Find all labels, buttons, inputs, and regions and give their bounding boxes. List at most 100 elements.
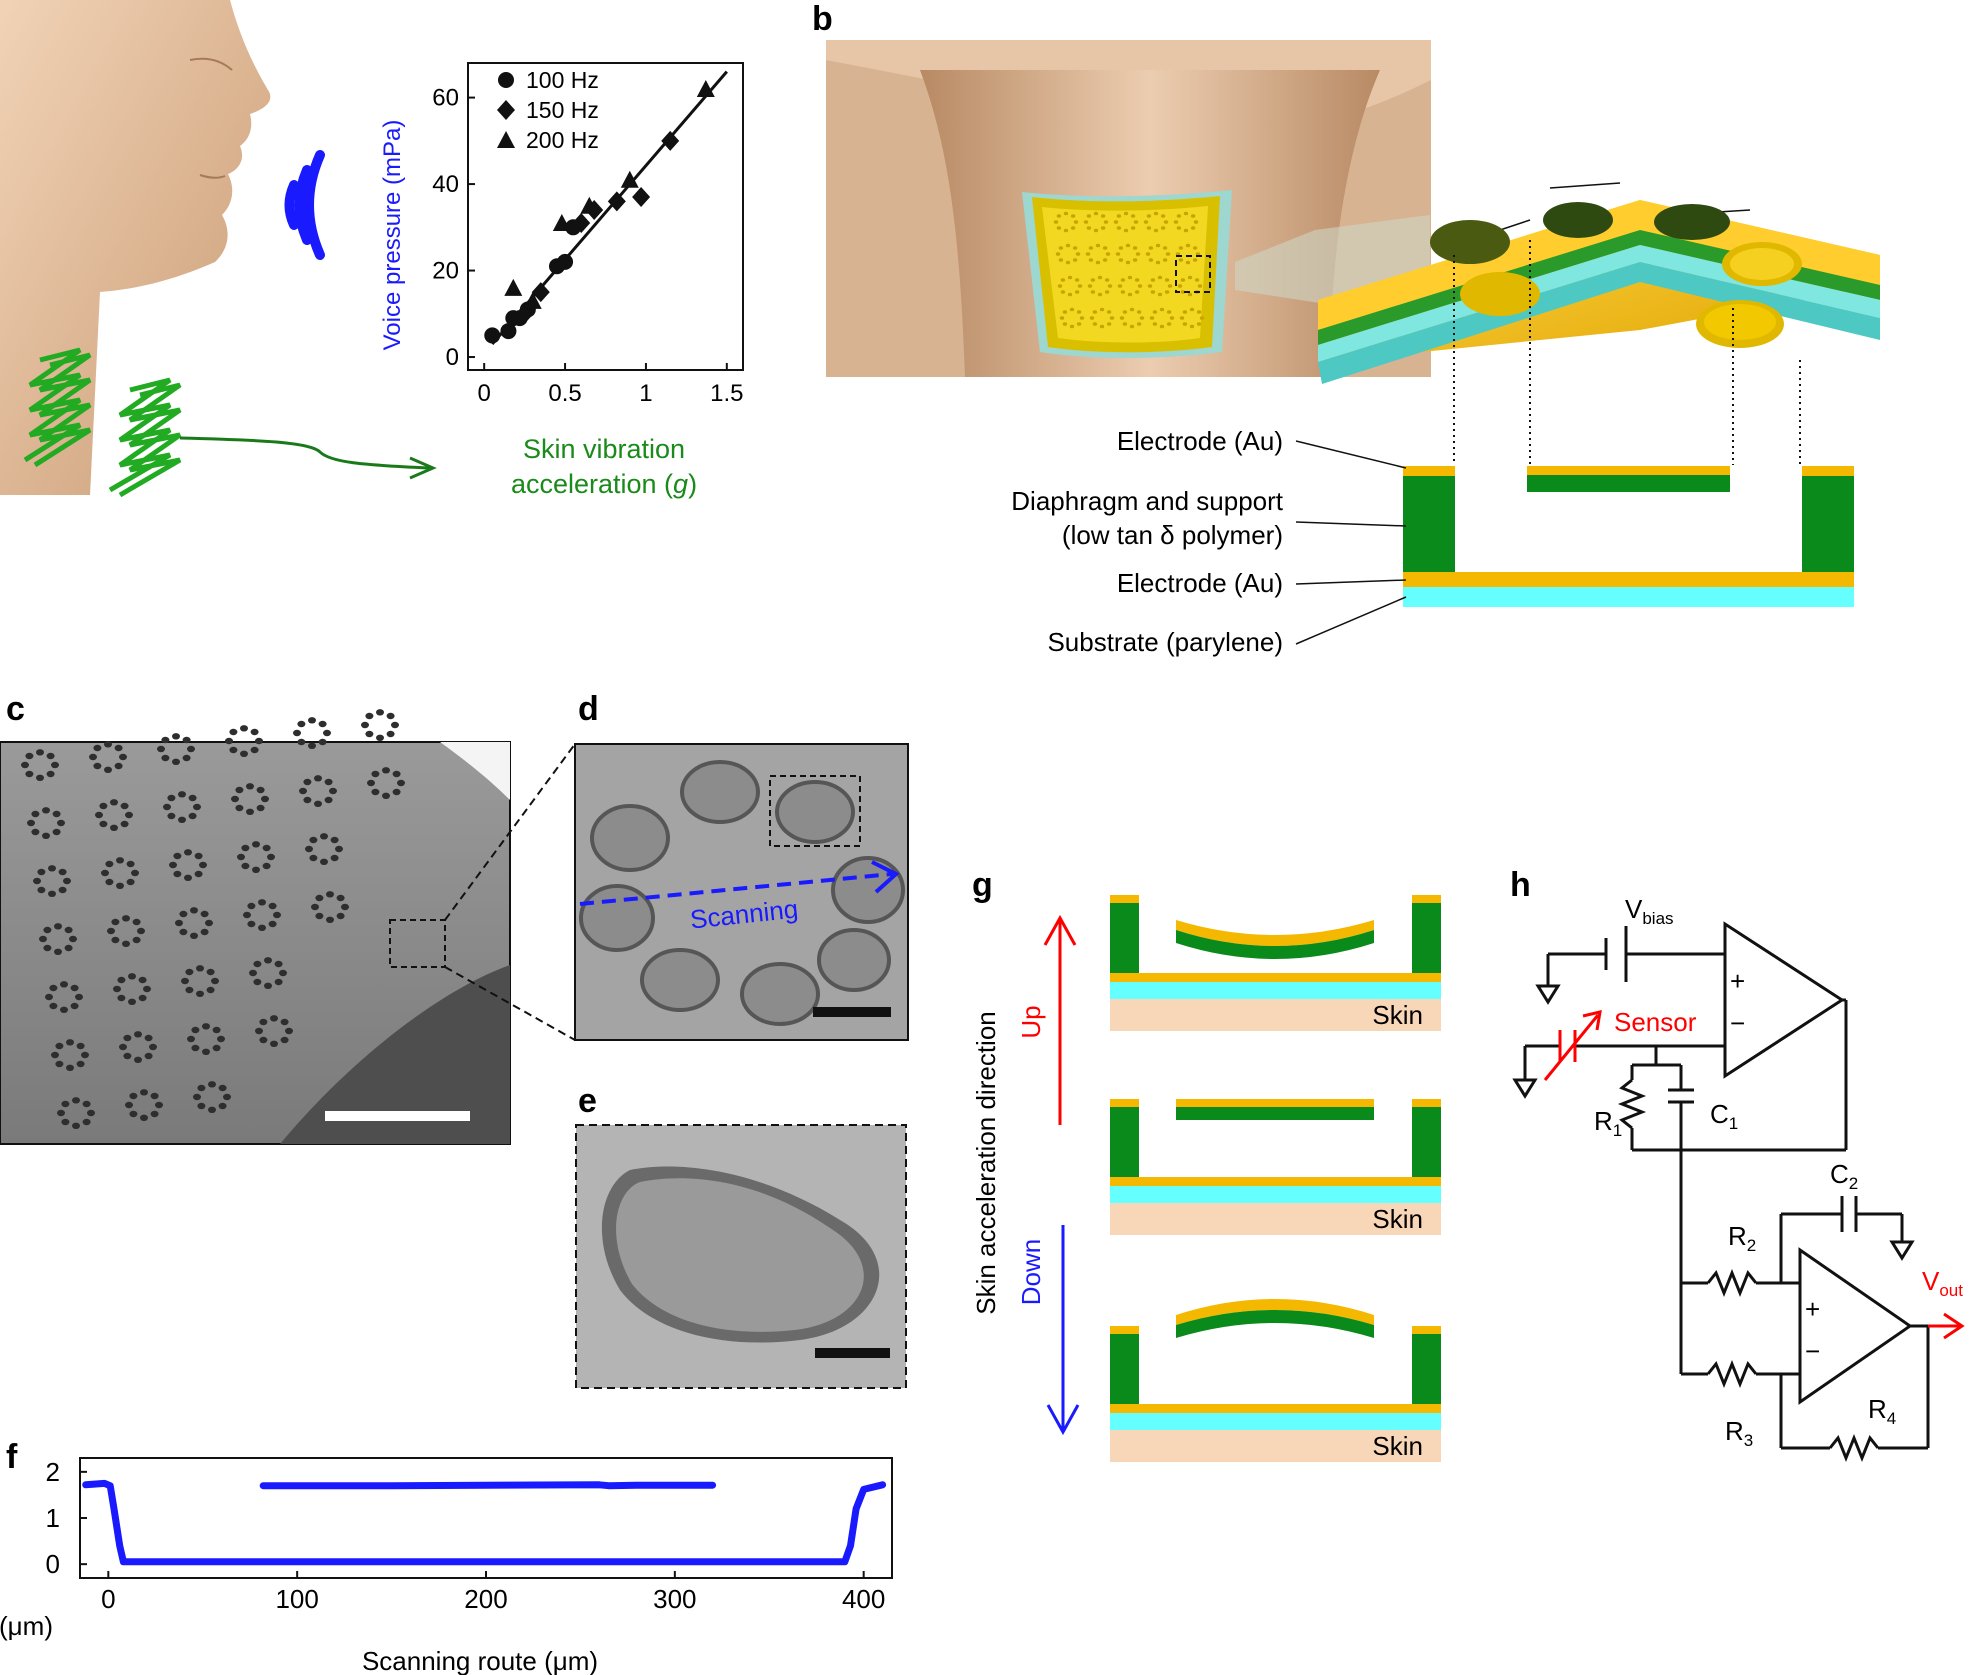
- sem-hole-ring: [101, 857, 139, 889]
- vibration-arrow-head: [409, 456, 437, 480]
- hole-dot: [1199, 316, 1205, 320]
- hole-dot: [64, 926, 73, 934]
- hole-dot: [1148, 258, 1154, 262]
- hole-dot: [64, 944, 73, 952]
- hole-dot: [61, 1118, 70, 1126]
- hole-dot: [125, 811, 133, 819]
- vbias-sub: bias: [1642, 909, 1673, 928]
- hole-dot: [167, 812, 176, 820]
- sem-hole-ring: [157, 733, 195, 765]
- hole-dot: [200, 928, 209, 936]
- hole-dot: [1118, 258, 1124, 262]
- hole-dot: [1179, 316, 1185, 320]
- hole-dot: [270, 1015, 278, 1022]
- hole-dot: [1169, 316, 1175, 320]
- hole-dot: [1090, 278, 1096, 282]
- r1-main: R: [1594, 1106, 1613, 1136]
- hole-dot: [1062, 310, 1068, 314]
- hole-dot: [1192, 258, 1198, 262]
- chart-f-xtick-label: 400: [842, 1584, 885, 1614]
- hole-dot: [1146, 214, 1152, 218]
- hole-dot: [1145, 252, 1151, 256]
- hole-dot: [1173, 220, 1179, 224]
- patch-hole-ring: [1179, 307, 1205, 329]
- vout-main: V: [1922, 1266, 1940, 1296]
- hole-dot: [1095, 260, 1101, 265]
- hole-dot: [1113, 220, 1119, 224]
- hole-dot: [1088, 258, 1094, 262]
- hole-dot: [113, 985, 121, 993]
- panel-g: g Skin acceleration direction Up Down Sk…: [971, 866, 1441, 1462]
- hole-dot: [1063, 228, 1069, 233]
- label-electrode-top: Electrode (Au): [1117, 426, 1283, 456]
- panel-d: d Scanning: [574, 690, 909, 1041]
- hole-dot: [37, 886, 46, 894]
- hole-dot: [1093, 228, 1099, 233]
- hole-dot: [308, 717, 316, 724]
- r1-sub: 1: [1613, 1121, 1622, 1140]
- hole-dot: [87, 1109, 95, 1117]
- hole-dot: [365, 730, 374, 738]
- hole-dot: [371, 770, 380, 778]
- hole-dot: [235, 804, 244, 812]
- hole-dot: [1102, 258, 1108, 262]
- hole-dot: [315, 912, 324, 920]
- hole-dot: [116, 857, 124, 864]
- acceleration-axis-label: Skin acceleration direction: [971, 1011, 1001, 1315]
- hole-dot: [111, 918, 120, 926]
- hole-dot: [191, 1026, 200, 1034]
- hole-dot: [1093, 211, 1099, 216]
- chart-a-point-diamond: [607, 191, 626, 212]
- chart-a-legend-marker: [497, 100, 515, 120]
- hole-dot: [1116, 214, 1122, 218]
- panel-b: b: [812, 0, 1880, 657]
- sem-hole-ring: [169, 849, 207, 881]
- hole-dot: [270, 1040, 278, 1048]
- hole-dot: [1089, 316, 1095, 320]
- hole-dot: [187, 745, 195, 753]
- hole-dot: [122, 940, 130, 947]
- hole-dot: [138, 976, 147, 984]
- hole-dot: [376, 709, 384, 716]
- hole-dot: [185, 986, 194, 994]
- hole-dot: [105, 860, 114, 868]
- hole-dot: [252, 841, 260, 848]
- patch-hole-ring: [1147, 275, 1173, 297]
- hole-dot: [1069, 324, 1075, 329]
- scale-bar-c: [325, 1111, 470, 1121]
- hole-dot: [93, 744, 102, 752]
- patch-hole-rings: [1053, 211, 1205, 329]
- hole-dot: [297, 738, 306, 746]
- chart-a-point-diamond: [661, 130, 680, 151]
- hole-dot: [31, 828, 40, 836]
- hole-dot: [309, 836, 318, 844]
- hole-dot: [205, 919, 213, 927]
- hole-dot: [264, 957, 272, 964]
- hole-dot: [1132, 246, 1138, 250]
- panel-label-h: h: [1510, 866, 1531, 904]
- hole-dot: [110, 799, 118, 806]
- hole-dot: [114, 744, 123, 752]
- hole-dot: [1087, 284, 1093, 288]
- hole-dot: [320, 858, 328, 865]
- hole-dot: [309, 854, 318, 862]
- hole-dot: [66, 1039, 74, 1046]
- hole-dot: [25, 770, 34, 778]
- panel-e: e: [575, 1082, 907, 1389]
- hole-dot: [1104, 290, 1110, 294]
- hole-dot: [197, 1102, 206, 1110]
- panel-label-b: b: [812, 0, 833, 38]
- hole-dot: [99, 802, 108, 810]
- hole-dot: [1134, 290, 1140, 294]
- hole-dot: [1090, 290, 1096, 294]
- hole-dot: [1134, 278, 1140, 282]
- state-up: Skin: [1110, 895, 1441, 1031]
- hole-dot: [1085, 252, 1091, 256]
- hole-dot: [293, 729, 301, 737]
- hole-dot: [1152, 322, 1158, 326]
- hole-dot: [246, 783, 254, 790]
- hole-dot: [178, 816, 186, 823]
- hole-dot: [1059, 316, 1065, 320]
- hole-dot: [253, 978, 262, 986]
